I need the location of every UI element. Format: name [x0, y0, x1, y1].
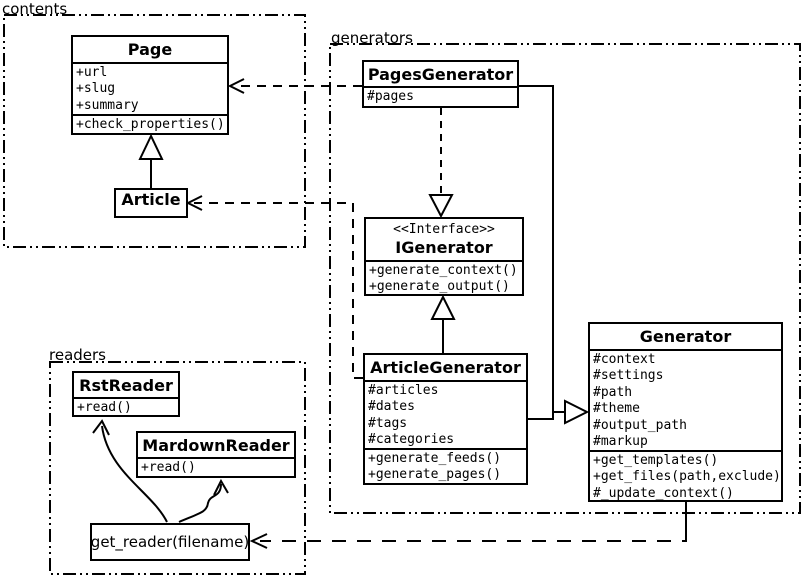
- arrow-articlegenerator-uses-article: [185, 195, 363, 379]
- package-label-readers: readers: [49, 346, 106, 364]
- arrow-getreader-to-rstreader: [92, 419, 168, 523]
- class-markdownreader-methods: +read(): [138, 457, 294, 476]
- class-generator-name: Generator: [639, 327, 732, 346]
- arrow-articlegenerator-extends-igenerator: [430, 294, 456, 353]
- class-article: Article: [114, 188, 188, 218]
- class-generator-methods: +get_templates()+get_files(path,exclude)…: [590, 450, 781, 500]
- class-pagesgenerator-attributes: #pages: [364, 86, 517, 106]
- class-page-name: Page: [127, 40, 173, 59]
- arrow-generators-extend-generator: [518, 85, 590, 425]
- class-igenerator-header: <<Interface>> IGenerator: [366, 219, 522, 260]
- class-igenerator-name: IGenerator: [395, 238, 493, 257]
- arrow-pagesgenerator-uses-page: [227, 78, 362, 94]
- class-markdownreader-name: MardownReader: [142, 435, 290, 455]
- class-articlegenerator-methods: +generate_feeds()+generate_pages(): [365, 448, 526, 483]
- package-contents-border: [3, 14, 306, 248]
- arrow-generator-uses-getreader: [249, 502, 687, 549]
- class-articlegenerator-attributes: #articles#dates#tags#categories: [365, 380, 526, 448]
- arrow-article-extends-page: [138, 133, 164, 188]
- class-rstreader-methods: +read(): [74, 397, 178, 415]
- class-articlegenerator-name: ArticleGenerator: [370, 358, 521, 377]
- class-page-attributes: +url+slug+summary: [73, 62, 227, 114]
- class-igenerator-stereotype: <<Interface>>: [393, 222, 495, 237]
- class-pagesgenerator-name: PagesGenerator: [367, 64, 514, 84]
- class-igenerator: <<Interface>> IGenerator +generate_conte…: [364, 217, 524, 296]
- package-readers-border: [49, 361, 306, 575]
- class-page-methods: +check_properties(): [73, 114, 227, 133]
- arrow-pagesgenerator-realizes-igenerator: [428, 108, 454, 219]
- class-pagesgenerator: PagesGenerator #pages: [362, 60, 519, 108]
- class-generator-attributes: #context#settings#path#theme#output_path…: [590, 349, 781, 450]
- package-generators-border: [329, 43, 801, 514]
- class-rstreader: RstReader +read(): [72, 371, 180, 417]
- class-articlegenerator: ArticleGenerator #articles#dates#tags#ca…: [363, 353, 528, 485]
- function-get-reader-label: get_reader(filename): [90, 533, 250, 551]
- class-markdownreader: MardownReader +read(): [136, 431, 296, 478]
- function-get-reader: get_reader(filename): [90, 523, 250, 561]
- class-article-name: Article: [121, 190, 181, 209]
- class-rstreader-name: RstReader: [79, 375, 173, 395]
- class-page: Page +url+slug+summary +check_properties…: [71, 35, 229, 135]
- class-igenerator-methods: +generate_context()+generate_output(): [366, 260, 522, 294]
- class-generator: Generator #context#settings#path#theme#o…: [588, 322, 783, 502]
- package-label-generators: generators: [331, 29, 413, 47]
- arrow-getreader-to-markdownreader: [178, 478, 229, 523]
- package-label-contents: contents: [2, 0, 68, 18]
